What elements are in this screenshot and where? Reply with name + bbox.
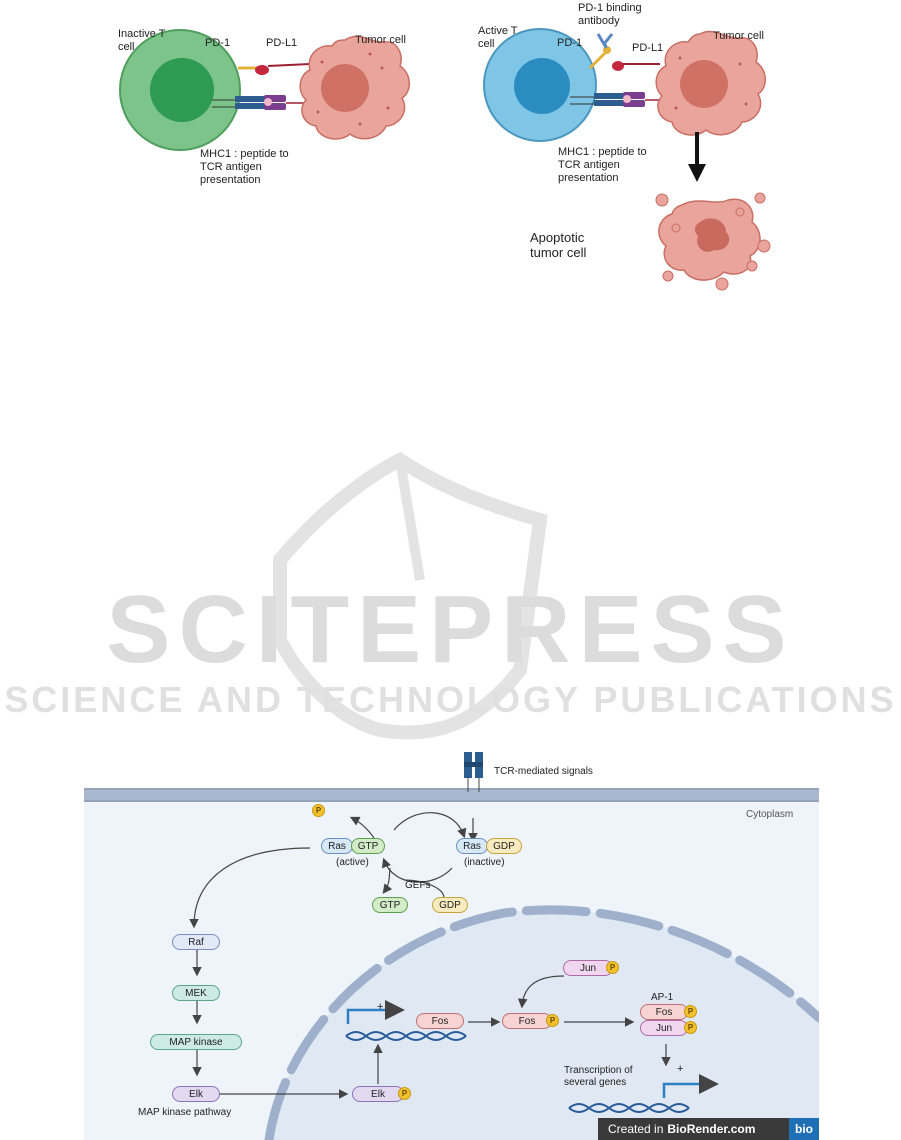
label-cytoplasm: Cytoplasm bbox=[746, 809, 794, 820]
apoptotic-tumor-cell bbox=[655, 192, 771, 291]
active-t-cell bbox=[483, 28, 597, 142]
credit-badge: bio bbox=[789, 1118, 819, 1140]
phosphate-ap1-fos-icon: P bbox=[684, 1005, 697, 1018]
label-pd1-left: PD-1 bbox=[205, 37, 231, 49]
gtp-active-node: GTP bbox=[351, 838, 385, 854]
label-tumor-cell-right: Tumor cell bbox=[713, 30, 764, 42]
map-kinase-node: MAP kinase bbox=[150, 1034, 242, 1050]
label-mhc-right: MHC1 : peptide to TCR antigen presentati… bbox=[558, 146, 647, 184]
fos-p-node: Fos bbox=[502, 1013, 552, 1029]
credit-prefix: Created in bbox=[608, 1122, 664, 1136]
pd1-receptor-active bbox=[588, 50, 608, 70]
dna-helix-right bbox=[568, 1074, 719, 1113]
tumor-cell-right bbox=[655, 30, 766, 136]
gdp-node: GDP bbox=[432, 897, 468, 913]
label-map-pathway: MAP kinase pathway bbox=[138, 1107, 232, 1118]
biorender-credit: Created in BioRender.com bio bbox=[598, 1118, 819, 1140]
label-pd1-antibody: PD-1 binding antibody bbox=[578, 2, 642, 27]
ap1-jun-node: Jun bbox=[640, 1020, 688, 1036]
label-pdl1-right: PD-L1 bbox=[632, 42, 664, 54]
ap1-fos-node: Fos bbox=[640, 1004, 688, 1020]
ras-inactive-node: Ras bbox=[456, 838, 488, 854]
label-apoptotic: Apoptotic tumor cell bbox=[530, 230, 587, 260]
pd1-diagram-svg bbox=[119, 28, 771, 291]
phosphate-ap1-jun-icon: P bbox=[684, 1021, 697, 1034]
label-tcr-signals: TCR-mediated signals bbox=[494, 766, 593, 777]
label-inactive: (inactive) bbox=[464, 857, 505, 868]
phosphate-icon: P bbox=[312, 804, 325, 817]
mek-node: MEK bbox=[172, 985, 220, 1001]
gdp-inactive-node: GDP bbox=[486, 838, 522, 854]
mhc-tcr-complex-right bbox=[570, 92, 665, 107]
cell-membrane bbox=[84, 788, 819, 802]
raf-node: Raf bbox=[172, 934, 220, 950]
label-pd1-right: PD-1 bbox=[557, 37, 583, 49]
tumor-cell-left bbox=[299, 35, 410, 140]
pd1-antibody bbox=[596, 33, 614, 54]
label-ap1: AP-1 bbox=[651, 992, 674, 1003]
phosphate-elk-icon: P bbox=[398, 1087, 411, 1100]
phosphate-jun-icon: P bbox=[606, 961, 619, 974]
label-tumor-cell-left: Tumor cell bbox=[355, 34, 406, 46]
label-active: (active) bbox=[336, 857, 369, 868]
label-active-t-cell: Active T cell bbox=[478, 25, 518, 50]
gtp-node: GTP bbox=[372, 897, 408, 913]
watermark-sub: SCIENCE AND TECHNOLOGY PUBLICATIONS bbox=[4, 679, 897, 720]
pdl1-ligand-right bbox=[612, 61, 660, 71]
label-transcription: Transcription of several genes bbox=[564, 1065, 633, 1088]
label-plus-1: + bbox=[377, 1001, 384, 1013]
label-pdl1-left: PD-L1 bbox=[266, 37, 298, 49]
phosphate-fos-icon: P bbox=[546, 1014, 559, 1027]
fos-node: Fos bbox=[416, 1013, 464, 1029]
inactive-t-cell bbox=[119, 29, 241, 151]
watermark-main: SCITEPRESS bbox=[106, 576, 795, 683]
down-arrow-icon bbox=[688, 132, 706, 182]
pdl1-ligand bbox=[255, 63, 311, 75]
credit-brand: BioRender.com bbox=[667, 1122, 756, 1136]
mhc-tcr-complex bbox=[212, 95, 310, 110]
label-plus-2: + bbox=[677, 1063, 684, 1075]
label-inactive-t-cell: Inactive T cell bbox=[118, 28, 166, 53]
ras-active-node: Ras bbox=[321, 838, 353, 854]
watermark-book-logo bbox=[273, 451, 548, 740]
label-gefs: GEFs bbox=[405, 880, 431, 891]
label-mhc-left: MHC1 : peptide to TCR antigen presentati… bbox=[200, 148, 289, 186]
elk-p-node: Elk bbox=[352, 1086, 404, 1102]
elk-node: Elk bbox=[172, 1086, 220, 1102]
tcr-receptor-icon bbox=[464, 752, 483, 792]
dna-helix-left bbox=[345, 1000, 467, 1041]
